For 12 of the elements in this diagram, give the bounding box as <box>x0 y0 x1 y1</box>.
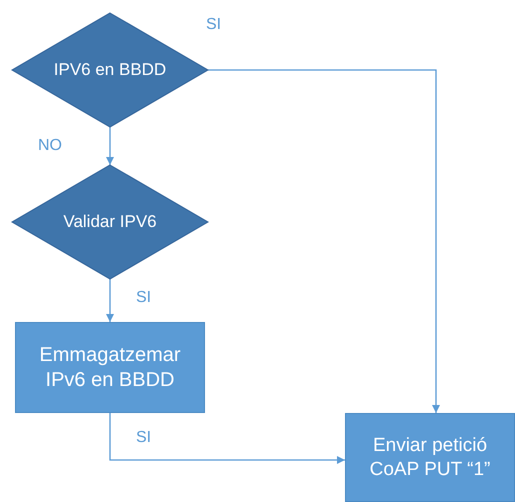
node-text: Emmagatzemar IPv6 en BBDD <box>38 342 182 392</box>
process-box <box>15 322 205 413</box>
node-text: Validar IPV6 <box>62 211 158 233</box>
node-text: Enviar petició CoAP PUT “1” <box>368 434 492 482</box>
decision-diamond <box>12 165 208 279</box>
arrow <box>208 69 440 413</box>
arrow <box>109 413 345 464</box>
node-text: IPV6 en BBDD <box>52 59 168 81</box>
process-box <box>345 413 515 502</box>
decision-diamond <box>12 13 208 127</box>
arrow <box>106 127 114 165</box>
arrow <box>106 279 114 322</box>
